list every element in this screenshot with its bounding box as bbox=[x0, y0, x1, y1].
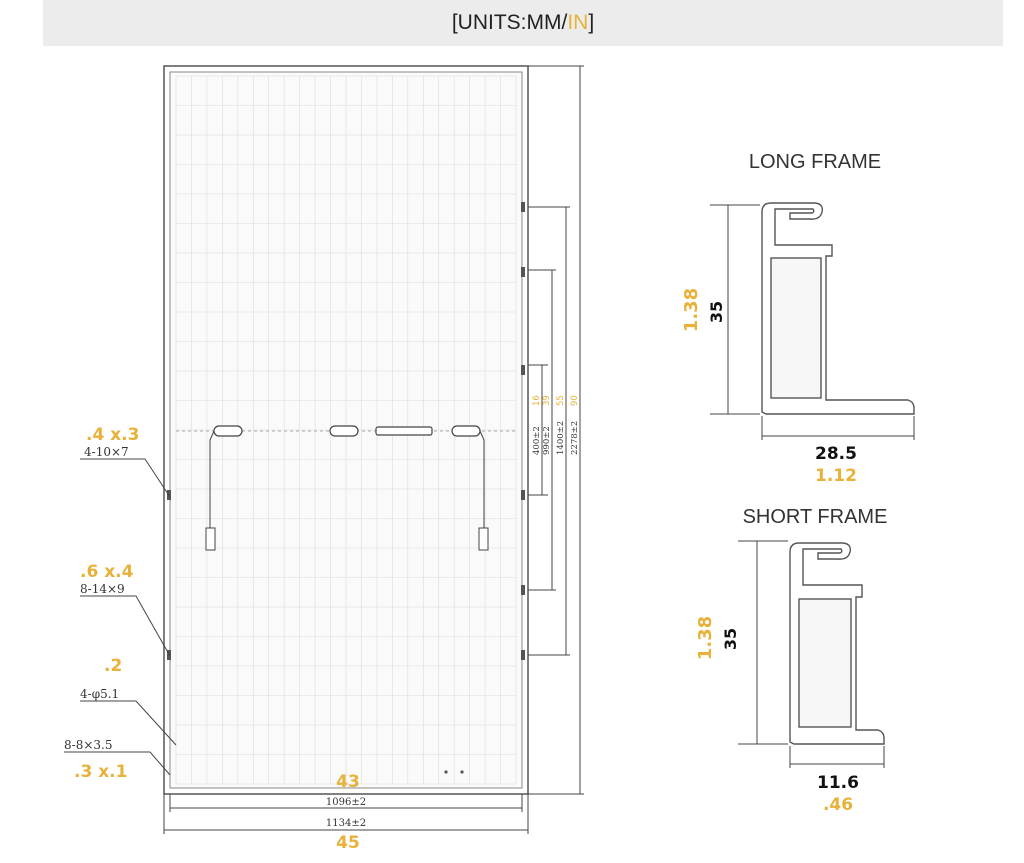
drain-hole bbox=[444, 770, 448, 774]
hole1-mm: 4-10×7 bbox=[84, 445, 129, 459]
short-frame-width-in: .46 bbox=[823, 795, 853, 815]
long-frame-dims bbox=[710, 204, 915, 440]
horizontal-dimensions bbox=[163, 794, 529, 834]
cable-left bbox=[209, 430, 215, 530]
short-frame-dims bbox=[738, 540, 885, 768]
hole4-mm: 8-8×3.5 bbox=[64, 738, 112, 752]
solar-panel bbox=[163, 65, 529, 795]
mount-slot bbox=[521, 365, 525, 375]
cable-right bbox=[479, 430, 485, 530]
hole1-in: .4 x.3 bbox=[86, 425, 139, 445]
dim-1400-mm: 1400±2 bbox=[556, 421, 566, 455]
cables bbox=[209, 430, 485, 530]
short-frame-height-mm: 35 bbox=[721, 628, 740, 650]
connector-right bbox=[478, 527, 489, 551]
dim-2278-in: 90 bbox=[570, 395, 580, 406]
width-outer-mm: 1134±2 bbox=[326, 818, 366, 829]
vertical-dim-labels: 400±2 16 990±2 39 1400±2 55 2278±2 90 bbox=[532, 395, 580, 455]
short-frame-profile bbox=[789, 542, 885, 745]
dim-1400-in: 55 bbox=[556, 395, 566, 406]
width-inner-in: 43 bbox=[336, 772, 360, 792]
long-frame-height-mm: 35 bbox=[707, 301, 726, 323]
hole2-in: .6 x.4 bbox=[80, 562, 134, 582]
units-sep: / bbox=[561, 11, 568, 34]
junction-box-mid bbox=[329, 425, 359, 437]
vertical-dimensions bbox=[528, 65, 584, 795]
mount-slot bbox=[521, 650, 525, 660]
junction-box-left bbox=[213, 425, 243, 437]
dim-990-mm: 990±2 bbox=[542, 426, 552, 455]
dim-400-mm: 400±2 bbox=[532, 426, 542, 455]
long-frame-profile bbox=[761, 202, 915, 415]
short-frame-height-in: 1.38 bbox=[695, 616, 716, 660]
hole-callout-leaders bbox=[64, 458, 177, 776]
dim-990-in: 39 bbox=[542, 395, 552, 406]
long-frame-title: LONG FRAME bbox=[749, 151, 881, 173]
dim-400-in: 16 bbox=[532, 395, 542, 406]
units-header: [UNITS: MM/IN] bbox=[43, 0, 1003, 46]
hole4-in: .3 x.1 bbox=[74, 762, 127, 782]
long-frame-height-in: 1.38 bbox=[681, 288, 702, 332]
long-frame-width-in: 1.12 bbox=[815, 466, 857, 486]
mount-slot bbox=[521, 585, 525, 595]
short-frame-width-mm: 11.6 bbox=[817, 773, 859, 793]
long-frame-cavity bbox=[770, 257, 822, 399]
hole3-mm: 4-φ5.1 bbox=[80, 687, 119, 701]
width-inner-mm: 1096±2 bbox=[326, 797, 366, 808]
connector-left bbox=[205, 527, 216, 551]
units-close: ] bbox=[588, 11, 595, 34]
width-outer-in: 45 bbox=[336, 833, 360, 853]
dim-2278-mm: 2278±2 bbox=[570, 421, 580, 455]
long-frame-width-mm: 28.5 bbox=[815, 444, 857, 464]
mount-slot bbox=[521, 202, 525, 212]
junction-box-right bbox=[451, 425, 481, 437]
hole2-mm: 8-14×9 bbox=[80, 582, 125, 596]
units-open: [UNITS: bbox=[451, 11, 527, 34]
hole3-in: .2 bbox=[104, 656, 122, 676]
mount-slot bbox=[521, 267, 525, 277]
mount-slot bbox=[521, 490, 525, 500]
units-mm: MM bbox=[526, 11, 562, 34]
short-frame-title: SHORT FRAME bbox=[743, 506, 888, 528]
connectors bbox=[205, 527, 489, 551]
units-in: IN bbox=[567, 11, 589, 34]
short-frame-cavity bbox=[798, 598, 852, 728]
junction-box-center bbox=[375, 426, 433, 436]
drain-hole bbox=[460, 770, 464, 774]
